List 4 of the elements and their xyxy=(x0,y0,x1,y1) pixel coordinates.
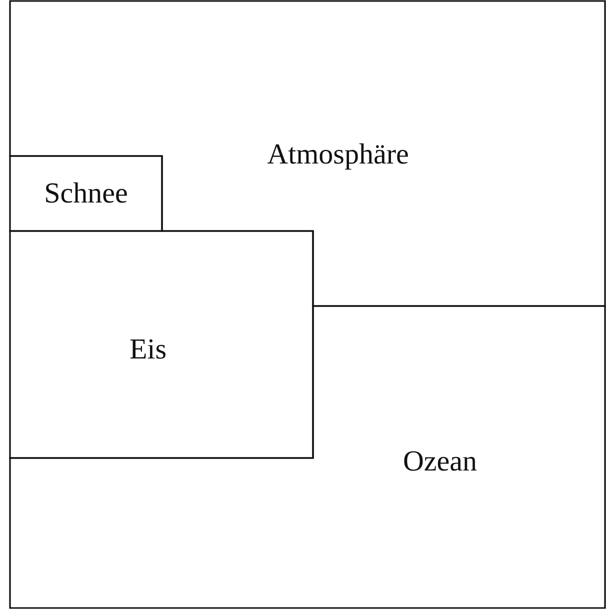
region-label: Atmosphäre xyxy=(267,138,409,172)
region-label: Schnee xyxy=(44,178,128,210)
region-label: Eis xyxy=(129,334,167,366)
region-label: Ozean xyxy=(402,446,478,478)
